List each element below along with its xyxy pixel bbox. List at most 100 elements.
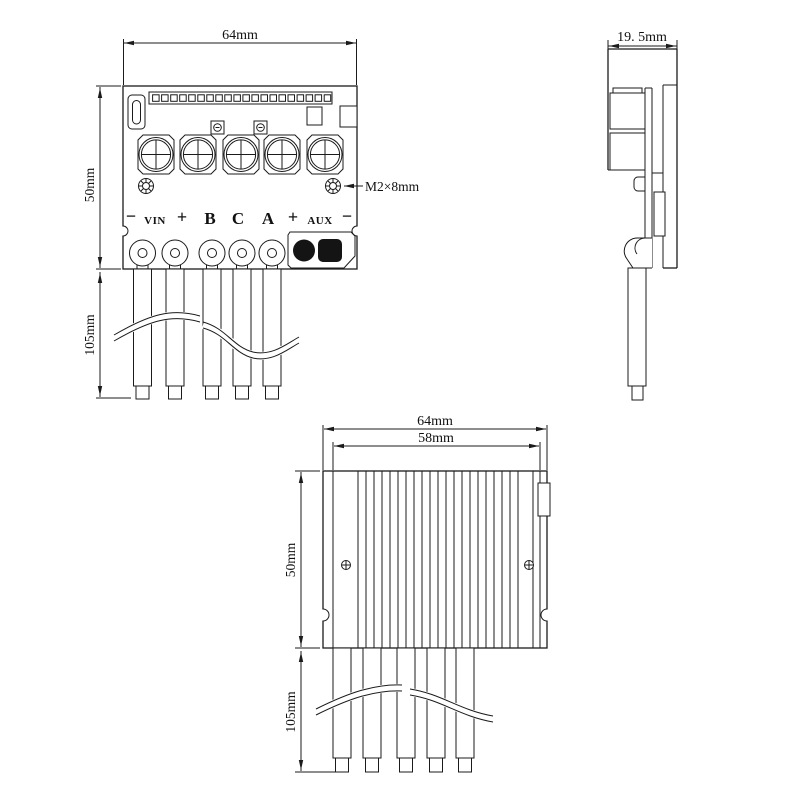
aux-connector xyxy=(287,231,356,269)
wire-row xyxy=(332,647,475,773)
dimension-front-wires: 105mm xyxy=(82,272,131,399)
dimension-arrow xyxy=(97,88,103,98)
mounting-screw-icon xyxy=(325,178,341,194)
capacitor-row xyxy=(137,134,344,175)
dimension-arrow xyxy=(529,443,539,449)
pin-header xyxy=(152,94,332,102)
terminal-side xyxy=(623,237,652,269)
wire-tip xyxy=(335,757,349,773)
terminal-label-minus: − xyxy=(126,206,136,226)
wire-tip xyxy=(429,757,443,773)
header-pin xyxy=(170,94,178,102)
wire xyxy=(455,647,475,773)
terminal-label-aux: AUX xyxy=(307,215,332,227)
terminal-label-plus: + xyxy=(177,207,187,227)
screw-note-label: M2×8mm xyxy=(365,179,420,194)
terminal-labels: − VIN + B C A + AUX − xyxy=(126,206,352,228)
dimension-back-height: 50mm xyxy=(283,470,320,649)
dimension-back-wires: 105mm xyxy=(283,651,336,773)
dim-label: 64mm xyxy=(222,28,258,43)
wire-tip xyxy=(458,757,472,773)
header-pin xyxy=(251,94,259,102)
wire xyxy=(332,647,352,773)
dimension-arrow xyxy=(97,257,103,267)
terminal-and-wire xyxy=(161,239,189,400)
dimension-arrow xyxy=(97,273,103,283)
dim-label: 58mm xyxy=(418,431,454,446)
header-pin xyxy=(260,94,268,102)
wire-tip xyxy=(235,385,249,400)
screw-hole-icon xyxy=(524,560,534,570)
wire-tip xyxy=(365,757,379,773)
terminal-label-plus: + xyxy=(288,207,298,227)
terminal-label-minus: − xyxy=(342,206,352,226)
dimension-arrow xyxy=(334,443,344,449)
capacitor-icon xyxy=(137,134,175,175)
header-pin xyxy=(323,94,332,102)
dimension-arrow xyxy=(298,760,304,770)
header-pin xyxy=(188,94,196,102)
header-pin xyxy=(314,94,323,102)
dimension-arrow xyxy=(666,43,676,49)
wire-break-symbol xyxy=(314,683,494,723)
dimension-arrow xyxy=(298,636,304,646)
header-pin xyxy=(305,94,314,102)
wire-tip xyxy=(399,757,413,773)
heatsink-outline xyxy=(322,470,548,649)
dimension-arrow xyxy=(324,426,334,432)
header-pin xyxy=(197,94,205,102)
dimension-arrow xyxy=(124,40,134,46)
dimension-arrow xyxy=(609,43,619,49)
dim-label: 64mm xyxy=(417,414,453,429)
side-outline xyxy=(607,48,678,269)
dim-label: 105mm xyxy=(283,691,298,733)
test-pad xyxy=(210,120,225,135)
wire xyxy=(396,647,416,773)
test-pad xyxy=(253,120,268,135)
wire xyxy=(232,268,252,387)
terminal-label-a: A xyxy=(262,209,275,228)
terminal-and-wire xyxy=(198,239,226,400)
dimension-arrow xyxy=(97,386,103,396)
wire xyxy=(426,647,446,773)
component-side xyxy=(653,191,666,237)
capacitor-side xyxy=(609,87,646,171)
capacitor-icon xyxy=(306,134,344,175)
dimension-front-height: 50mm xyxy=(82,85,121,270)
dim-label: 19. 5mm xyxy=(617,30,667,45)
board-notch xyxy=(121,225,359,237)
terminal-label-vin: VIN xyxy=(144,215,166,227)
header-pin xyxy=(287,94,295,102)
dimension-arrow xyxy=(346,40,356,46)
dimension-arrow xyxy=(536,426,546,432)
dimension-side-depth: 19. 5mm xyxy=(607,30,678,50)
header-pin xyxy=(161,94,169,102)
header-pin xyxy=(224,94,232,102)
capacitor-icon xyxy=(263,134,301,175)
screw-hole-icon xyxy=(341,560,351,570)
heatsink-fins xyxy=(357,471,519,648)
dimension-back-width: 64mm xyxy=(322,414,548,470)
header-pin xyxy=(215,94,223,102)
dimension-arrow xyxy=(298,473,304,483)
header-pin xyxy=(296,94,305,102)
edge-component xyxy=(339,105,358,128)
wire-side xyxy=(627,267,647,401)
usb-connector-icon xyxy=(127,94,146,130)
header-pin xyxy=(242,94,250,102)
component-square xyxy=(306,106,323,126)
board-notch xyxy=(321,608,549,622)
capacitor-icon xyxy=(179,134,217,175)
dim-label: 50mm xyxy=(283,542,298,577)
front-view: M2×8mm − VIN + B C A + AUX − xyxy=(82,28,420,400)
wire xyxy=(262,268,282,387)
header-pin xyxy=(206,94,214,102)
mounting-screw-icon xyxy=(138,178,154,194)
capacitor-icon xyxy=(222,134,260,175)
header-pin xyxy=(179,94,187,102)
header-pin xyxy=(269,94,277,102)
pin-header-outline xyxy=(148,91,333,105)
header-pin xyxy=(278,94,286,102)
terminal-label-c: C xyxy=(232,209,244,228)
side-view: 19. 5mm xyxy=(607,30,678,401)
